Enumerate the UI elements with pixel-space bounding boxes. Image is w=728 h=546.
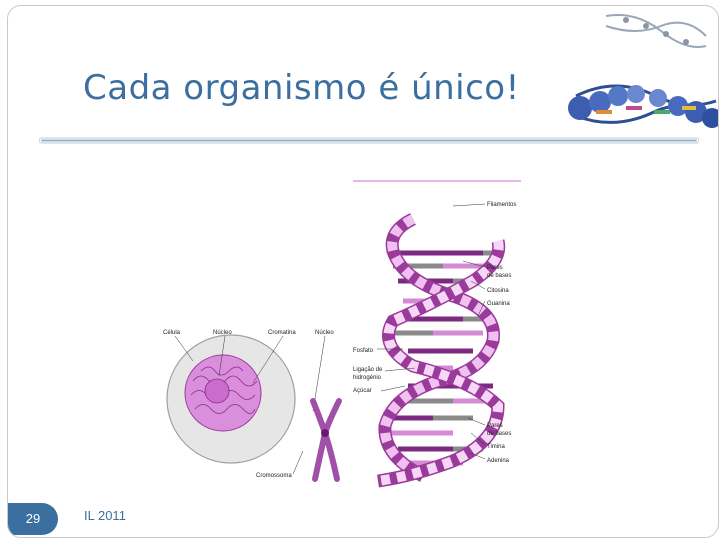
slide-frame: Cada organismo é único! Célula Núcleo Cr… bbox=[7, 5, 719, 538]
label-adenine: Adenina bbox=[487, 458, 510, 464]
label-thymine: Timina bbox=[487, 444, 505, 450]
label-hydrogen-bond-b: hidrogénio bbox=[353, 375, 382, 381]
label-cell: Célula bbox=[163, 330, 181, 336]
label-nucleus-1: Núcleo bbox=[213, 330, 232, 336]
label-guanine: Guanina bbox=[487, 301, 510, 307]
label-filaments: Filamentos bbox=[487, 202, 516, 208]
title-underline bbox=[39, 137, 699, 144]
label-hydrogen-bond-a: Ligação de bbox=[353, 367, 383, 373]
label-chromosome: Cromossoma bbox=[256, 473, 292, 479]
slide-number-badge: 29 bbox=[8, 503, 58, 535]
cell-dna-illustration: Célula Núcleo Cromatina Núcleo Cromossom… bbox=[163, 180, 521, 488]
dna-helix-graphic bbox=[377, 213, 506, 488]
chromosome-graphic bbox=[310, 398, 342, 482]
label-cytosine: Citosina bbox=[487, 288, 509, 294]
label-base-pairs-2a: Pares bbox=[487, 423, 503, 429]
label-base-pairs-1b: de bases bbox=[487, 273, 511, 279]
label-base-pairs-2b: de bases bbox=[487, 431, 511, 437]
label-phosphate: Fosfato bbox=[353, 348, 374, 354]
dna-decoration-graphic bbox=[568, 14, 718, 128]
label-sugar: Açúcar bbox=[353, 388, 372, 394]
label-nucleus-2: Núcleo bbox=[315, 330, 334, 336]
label-base-pairs-1a: Pares bbox=[487, 265, 503, 271]
slide-footer: IL 2011 bbox=[84, 508, 126, 523]
slide-title: Cada organismo é único! bbox=[83, 68, 520, 108]
label-chromatin: Cromatina bbox=[268, 330, 296, 336]
